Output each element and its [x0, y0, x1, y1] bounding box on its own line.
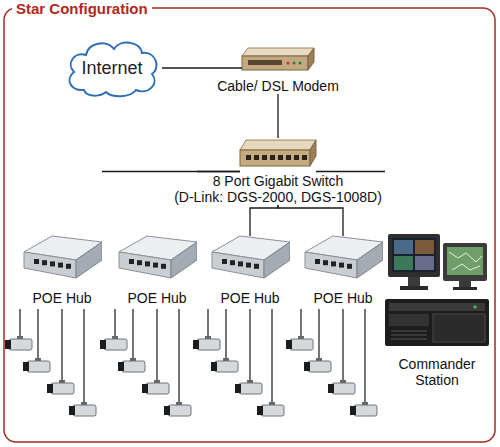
video-tile — [415, 240, 434, 254]
network-cable — [316, 171, 385, 172]
commander-picture — [385, 234, 489, 346]
monitor-frame — [443, 243, 487, 281]
modem-side — [308, 48, 314, 70]
modem-panel — [248, 60, 282, 65]
hub-picture — [305, 236, 383, 278]
monitor-base — [453, 287, 477, 290]
hub-picture — [24, 236, 102, 278]
camera-wire — [20, 309, 84, 402]
front-panel — [433, 314, 485, 342]
monitor-screen — [392, 238, 436, 272]
camera — [235, 380, 262, 394]
network-cable — [278, 205, 343, 236]
video-tile — [415, 256, 434, 270]
node-label: POE Hub — [183, 290, 500, 306]
network-cable — [102, 171, 240, 172]
camera-wire — [115, 309, 179, 402]
modem-top — [242, 48, 314, 56]
monitor-stand — [459, 281, 471, 287]
monitor-base — [400, 286, 428, 290]
node-label: Internet — [81, 58, 142, 78]
node-label: 8 Port Gigabit Switch — [120, 173, 436, 189]
camera — [328, 380, 355, 394]
node-label: (D-Link: DGS-2000, DGS-1008D) — [120, 189, 436, 205]
poe-hub: POE Hub — [303, 236, 383, 306]
switch-top — [240, 140, 316, 150]
internet-cloud: Internet — [62, 38, 162, 98]
switch-ports — [246, 155, 307, 160]
video-tile — [394, 240, 413, 254]
camera — [211, 358, 238, 372]
modem-device: Cable/ DSL Modem — [242, 46, 314, 94]
network-cable — [250, 205, 278, 236]
node-label: POE Hub — [0, 290, 222, 306]
camera — [118, 358, 145, 372]
drive-bay — [389, 303, 485, 311]
camera — [47, 380, 74, 394]
switch-device: 8 Port Gigabit Switch(D-Link: DGS-2000, … — [240, 138, 316, 205]
commander-station: Commander Station — [385, 233, 489, 388]
camera — [69, 402, 96, 416]
camera — [193, 336, 220, 350]
camera-wire — [301, 309, 365, 402]
modem-led — [293, 62, 296, 65]
vent-lines — [391, 331, 427, 339]
hub-picture — [119, 236, 197, 278]
network-cable — [197, 171, 240, 172]
camera — [304, 358, 331, 372]
node-label: Cable/ DSL Modem — [122, 78, 434, 94]
switch-front — [240, 150, 310, 166]
camera-wire — [208, 309, 272, 402]
modem-front — [242, 56, 308, 70]
camera — [142, 380, 169, 394]
drive-bay — [389, 314, 429, 326]
monitor-stand — [408, 277, 420, 286]
camera — [100, 336, 127, 350]
network-cable — [162, 67, 242, 68]
modem-led — [299, 62, 302, 65]
power-led — [473, 305, 477, 309]
modem-picture — [242, 48, 314, 70]
figure-title: Star Configuration — [12, 0, 152, 17]
poe-hub: POE Hub — [22, 236, 102, 306]
monitor-screen — [447, 247, 483, 275]
poe-hub: POE Hub — [117, 236, 197, 306]
camera — [5, 336, 32, 350]
camera — [350, 402, 377, 416]
modem-led — [287, 62, 290, 65]
network-cable — [277, 94, 278, 138]
video-tile — [394, 256, 413, 270]
camera-wires — [20, 309, 365, 402]
switch-side — [310, 140, 316, 166]
node-label: Commander Station — [385, 356, 489, 388]
station-case — [385, 299, 489, 346]
poe-hub: POE Hub — [210, 236, 290, 306]
camera — [257, 402, 284, 416]
camera — [23, 358, 50, 372]
cloud-shape — [69, 43, 156, 97]
camera — [286, 336, 313, 350]
camera — [164, 402, 191, 416]
monitor-frame — [388, 234, 440, 277]
switch-picture — [240, 140, 316, 166]
cameras — [5, 336, 377, 416]
hub-picture — [212, 236, 290, 278]
map-lines — [449, 252, 482, 270]
frame-border — [4, 8, 495, 442]
